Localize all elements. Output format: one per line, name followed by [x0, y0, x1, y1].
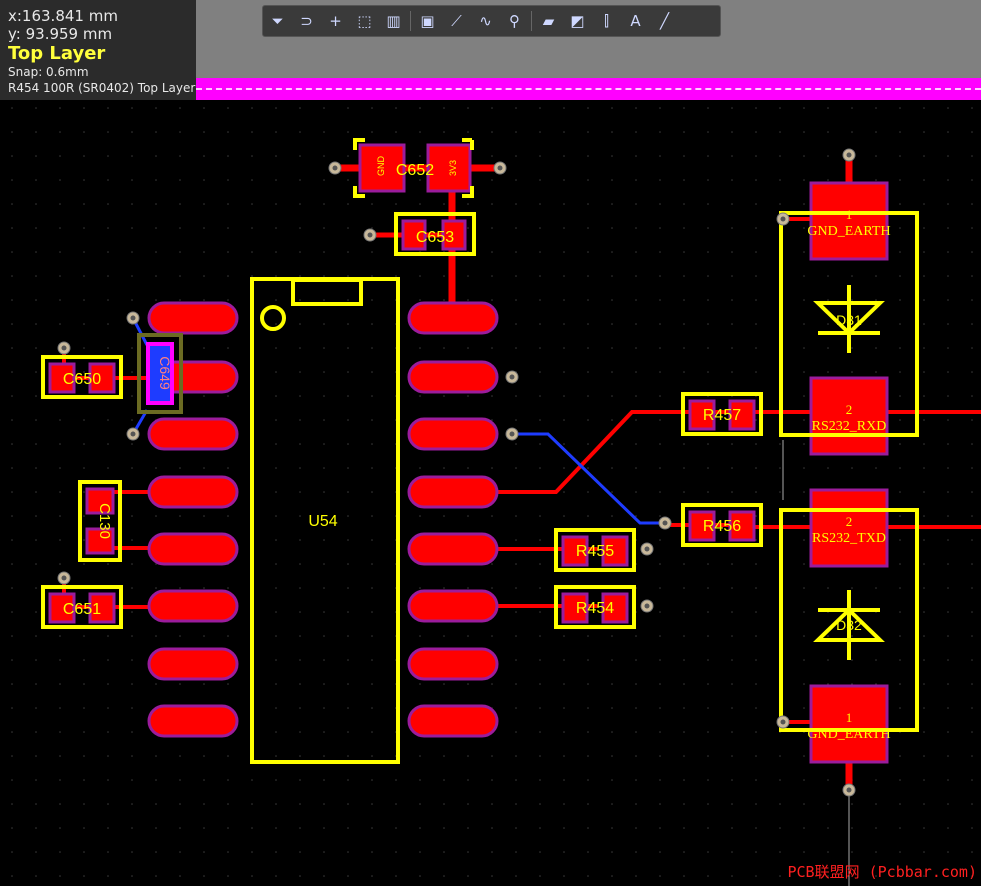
component-icon[interactable]: ▣ [420, 12, 435, 30]
c653-footprint[interactable] [394, 212, 476, 256]
u54-pad-3[interactable] [147, 417, 239, 451]
align-icon[interactable]: ▥ [386, 12, 401, 30]
hover-object-info: R454 100R (SR0402) Top Layer [8, 81, 196, 95]
via-hole [61, 345, 67, 351]
r456-footprint[interactable] [681, 503, 763, 547]
r454-designator: R454 [576, 600, 614, 617]
u54-pad-15[interactable] [407, 360, 499, 394]
watermark: PCB联盟网 (Pcbbar.com) [787, 863, 978, 881]
c652-net-right: 3V3 [448, 160, 458, 176]
dimension-icon[interactable]: ⫿ [604, 12, 609, 30]
u54-pad-6[interactable] [147, 589, 239, 623]
c649-designator: C649 [157, 356, 173, 390]
via-hole [130, 315, 136, 321]
d32-pin2-number: 2 [846, 514, 853, 529]
toolbar-separator [531, 11, 532, 31]
board-edge-highlight [196, 78, 981, 100]
via-hole [130, 431, 136, 437]
crosshair-icon[interactable]: + [329, 12, 342, 30]
line-icon[interactable]: ╱ [659, 12, 670, 30]
snap-readout: Snap: 0.6mm [8, 65, 89, 79]
c650-designator: C650 [63, 371, 101, 388]
u54-pad-16[interactable] [407, 301, 499, 335]
r457-designator: R457 [703, 407, 741, 424]
select-rect-icon[interactable]: ⬚ [357, 12, 372, 30]
via-hole [497, 165, 503, 171]
c649-footprint[interactable] [137, 333, 183, 414]
via-icon[interactable]: ⚲ [509, 12, 520, 30]
c652-footprint[interactable] [353, 138, 474, 198]
via-hole [644, 546, 650, 552]
interactive-route-icon[interactable]: ⟋ [451, 12, 462, 30]
x-coordinate: x:163.841 mm [8, 7, 118, 25]
polygon-icon[interactable]: ▰ [542, 12, 555, 30]
u54-pad-13[interactable] [407, 475, 499, 509]
r454-footprint[interactable] [554, 585, 636, 629]
d31-designator: D31 [836, 312, 862, 328]
u54-silkscreen[interactable] [250, 277, 400, 764]
c652-net-left: GND [376, 156, 386, 177]
via-hole [780, 719, 786, 725]
c130-footprint[interactable] [78, 480, 122, 562]
c650-footprint[interactable] [41, 355, 123, 399]
d31-pin2-number: 2 [846, 402, 853, 417]
filter-icon[interactable]: ⏷ [271, 12, 284, 30]
via-hole [332, 165, 338, 171]
via-hole [662, 520, 668, 526]
via-hole [780, 216, 786, 222]
region-icon[interactable]: ◩ [570, 12, 585, 30]
c653-designator: C653 [416, 229, 454, 246]
toolbar-separator [410, 11, 411, 31]
current-layer: Top Layer [8, 43, 106, 64]
d31-pin2-net: RS232_RXD [812, 419, 887, 434]
coordinate-hud: x:163.841 mm y: 93.959 mm Top Layer Snap… [0, 0, 196, 100]
u54-pad-14[interactable] [407, 417, 499, 451]
d32-designator: D32 [836, 617, 862, 633]
r455-footprint[interactable] [554, 528, 636, 572]
c130-designator: C130 [96, 503, 113, 539]
u54-pad-8[interactable] [147, 704, 239, 738]
u54-pad-9[interactable] [407, 704, 499, 738]
r455-designator: R455 [576, 543, 614, 560]
c651-footprint[interactable] [41, 585, 123, 629]
u54-pad-5[interactable] [147, 532, 239, 566]
d32-pin1-net: GND_EARTH [807, 727, 890, 742]
via-hole [61, 575, 67, 581]
u54-pad-10[interactable] [407, 647, 499, 681]
y-coordinate: y: 93.959 mm [8, 25, 113, 43]
r456-designator: R456 [703, 518, 741, 535]
c651-designator: C651 [63, 601, 101, 618]
u54-pad-11[interactable] [407, 589, 499, 623]
via-hole [509, 431, 515, 437]
r457-footprint[interactable] [681, 392, 763, 436]
u54-pad-1[interactable] [147, 301, 239, 335]
u54-pad-4[interactable] [147, 475, 239, 509]
diff-pair-icon[interactable]: ∿ [479, 12, 492, 30]
via-hole [846, 787, 852, 793]
via-hole [644, 603, 650, 609]
text-icon[interactable]: A [630, 12, 641, 30]
vias[interactable] [57, 148, 856, 797]
via-hole [846, 152, 852, 158]
via-hole [367, 232, 373, 238]
u54-pad-12[interactable] [407, 532, 499, 566]
via-hole [509, 374, 515, 380]
d32-pin2-net: RS232_TXD [812, 531, 886, 546]
active-bar-toolbar: ⏷ ⊃ + ⬚ ▥ ▣ ⟋ ∿ ⚲ ▰ ◩ ⫿ A ╱ [262, 5, 721, 37]
d31-footprint[interactable] [779, 181, 919, 456]
u54-designator: U54 [308, 513, 337, 530]
d31-pin1-net: GND_EARTH [807, 224, 890, 239]
route-icon[interactable]: ⊃ [300, 12, 313, 30]
d32-footprint[interactable] [779, 488, 919, 764]
c652-designator: C652 [396, 162, 434, 179]
d31-pin1-number: 1 [846, 207, 853, 222]
u54-pad-7[interactable] [147, 647, 239, 681]
d32-pin1-number: 1 [846, 710, 853, 725]
